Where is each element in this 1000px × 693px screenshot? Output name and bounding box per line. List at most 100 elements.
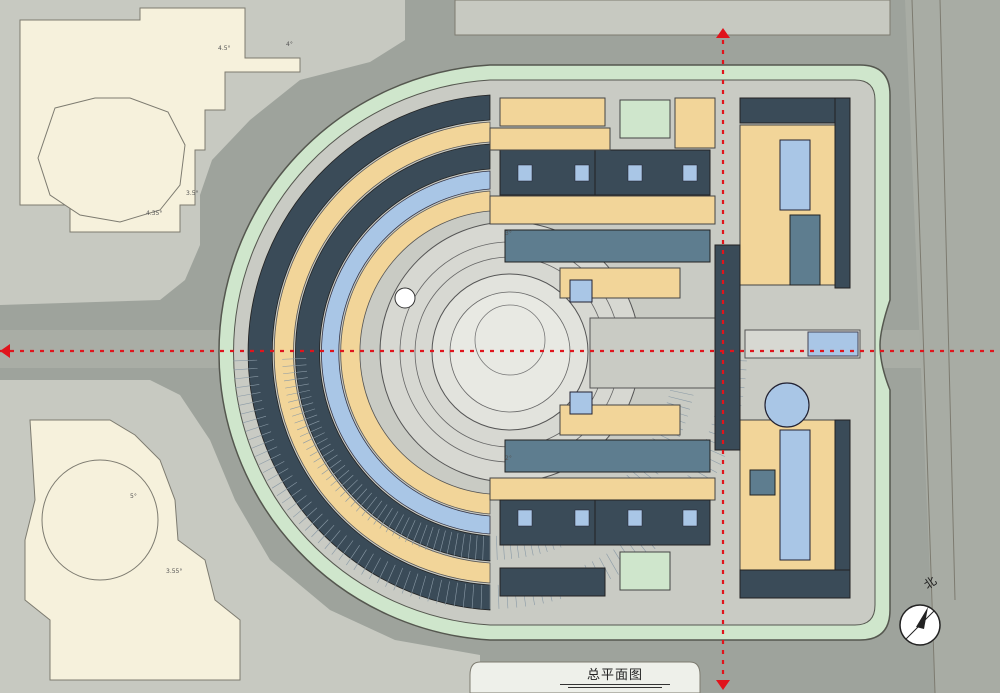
roof-rib bbox=[606, 553, 619, 575]
roof-rib bbox=[233, 359, 258, 362]
axis-arrow-south bbox=[716, 680, 730, 690]
roof-rib bbox=[321, 459, 342, 475]
window-grid bbox=[574, 509, 590, 527]
window-grid bbox=[574, 164, 590, 182]
roof-rib bbox=[262, 461, 285, 473]
window-grid bbox=[517, 164, 533, 182]
road-line bbox=[939, 0, 956, 601]
window-grids bbox=[517, 164, 698, 527]
window-grid bbox=[517, 509, 533, 527]
roof-rib bbox=[392, 514, 404, 536]
roof-rib bbox=[379, 507, 393, 529]
roof-rib bbox=[317, 524, 335, 544]
roof-rib bbox=[445, 581, 450, 606]
roof-rib bbox=[304, 513, 323, 531]
roof-rib bbox=[242, 415, 267, 424]
south-courtyard bbox=[619, 551, 671, 591]
roof-rib bbox=[453, 533, 459, 557]
east-roof-south-bottom bbox=[739, 569, 851, 599]
roof-rib bbox=[297, 420, 320, 431]
roof-rib bbox=[475, 535, 478, 560]
level-mark: 4.35° bbox=[146, 210, 162, 217]
window-grid bbox=[682, 164, 698, 182]
roof-rib bbox=[411, 522, 422, 545]
central-axis-court bbox=[589, 317, 716, 389]
south-roof-block-1 bbox=[499, 499, 596, 546]
east-south-skylight bbox=[779, 429, 811, 561]
inner-concourse bbox=[340, 190, 491, 515]
roof-rib bbox=[356, 492, 372, 512]
roof-rib bbox=[361, 553, 374, 575]
roof-rib bbox=[462, 583, 466, 608]
level-mark: 4.5° bbox=[218, 45, 231, 52]
window-grid bbox=[627, 164, 643, 182]
roof-rib bbox=[311, 519, 329, 538]
roof-rib bbox=[460, 534, 465, 559]
drawing-title: 总平面图 bbox=[560, 664, 670, 688]
roof-rib bbox=[325, 465, 346, 481]
roof-rib bbox=[267, 468, 289, 481]
north-walkway bbox=[489, 127, 611, 151]
roof-rib bbox=[298, 507, 318, 525]
north-atrium-skylight bbox=[569, 279, 593, 303]
roof-rib bbox=[453, 582, 458, 607]
roof-rib bbox=[233, 367, 258, 371]
roof-rib bbox=[361, 496, 377, 517]
north-arrow-icon bbox=[899, 604, 941, 646]
level-mark: 3.5° bbox=[186, 190, 199, 197]
roof-rib bbox=[385, 511, 399, 533]
roof-rib bbox=[248, 431, 272, 441]
neighbor-dome-northwest bbox=[37, 97, 186, 223]
window-grid bbox=[627, 509, 643, 527]
roof-rib bbox=[302, 432, 325, 444]
north-mall-street bbox=[489, 195, 716, 225]
roof-rib bbox=[338, 540, 354, 561]
roof-rib bbox=[276, 482, 298, 496]
roof-rib bbox=[439, 530, 446, 554]
roof-rib bbox=[436, 579, 442, 604]
roof-rib bbox=[309, 443, 331, 457]
north-courtyard bbox=[619, 99, 671, 139]
roof-rib bbox=[467, 534, 472, 559]
roof-rib bbox=[418, 575, 427, 600]
roof-rib bbox=[292, 408, 316, 417]
north-shop-top bbox=[499, 97, 606, 127]
south-shop-bottom bbox=[499, 567, 606, 597]
roof-rib bbox=[240, 408, 264, 415]
roof-rib bbox=[398, 517, 410, 540]
neighbor-block-north bbox=[454, 0, 891, 36]
roof-rib bbox=[668, 396, 692, 403]
roof-rib bbox=[299, 426, 323, 437]
roof-rib bbox=[285, 383, 309, 389]
roof-rib bbox=[281, 488, 302, 504]
roof-rib bbox=[287, 495, 307, 511]
roof-rib bbox=[432, 528, 440, 553]
axis-arrow-north bbox=[716, 28, 730, 38]
roof-rib bbox=[446, 531, 453, 556]
east-north-skylight bbox=[779, 139, 811, 211]
roof-rib bbox=[401, 570, 411, 594]
neighbor-block-south bbox=[469, 661, 701, 693]
roof-rib bbox=[245, 423, 269, 432]
roof-rib bbox=[286, 389, 311, 396]
roof-rib bbox=[251, 439, 275, 449]
roof-rib bbox=[283, 370, 308, 375]
roof-rib bbox=[282, 364, 307, 367]
roof-rib bbox=[369, 557, 381, 580]
roof-rib bbox=[294, 414, 318, 424]
roof-rib bbox=[258, 453, 281, 465]
east-north-roof bbox=[789, 214, 821, 286]
roof-rib bbox=[425, 526, 434, 550]
fountain-ring bbox=[474, 304, 546, 376]
roof-rib bbox=[271, 475, 293, 489]
level-mark: 2° bbox=[505, 455, 512, 462]
roof-rib bbox=[331, 535, 347, 555]
roof-rib bbox=[669, 389, 694, 396]
roof-rib bbox=[377, 561, 389, 584]
roof-rib bbox=[427, 578, 434, 602]
glass-skylight-ring bbox=[321, 170, 491, 535]
roof-rib bbox=[335, 474, 354, 492]
kiosk bbox=[394, 287, 416, 309]
roof-rib bbox=[350, 488, 368, 507]
roof-rib bbox=[306, 438, 328, 450]
